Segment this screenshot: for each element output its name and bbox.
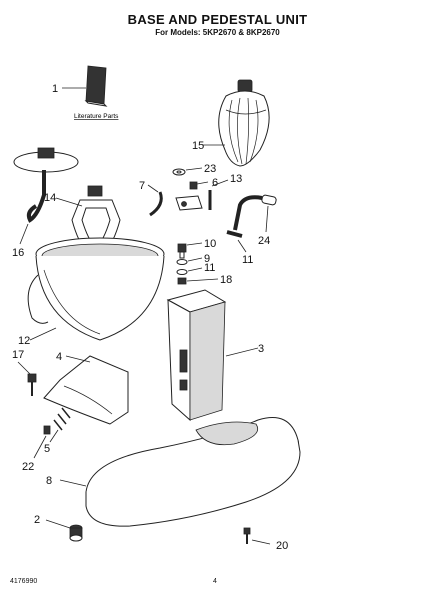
callout-1: 1	[52, 83, 58, 95]
part-18-pin: 17	[12, 349, 37, 396]
part-2-foot: 2	[34, 514, 83, 542]
callout-4: 4	[56, 351, 62, 363]
part-hinge-bracket	[175, 195, 203, 211]
part-16-dough-hook: 16	[12, 147, 79, 259]
callout-20: 18	[220, 274, 232, 286]
part-3-pedestal: 3	[166, 289, 264, 422]
callout-12: 11	[242, 254, 253, 266]
part-9-washer: 9	[176, 253, 210, 265]
page-number: 4	[213, 578, 217, 585]
part-14-bowl: 12	[18, 237, 165, 347]
callout-3: 3	[258, 343, 264, 355]
part-22-screw: 22	[22, 425, 51, 473]
part-6-hinge: 6	[189, 177, 218, 190]
document-number: 4176990	[10, 578, 38, 585]
part-5-spring: 5	[44, 407, 71, 455]
part-1-literature: 1 Literature Parts	[52, 65, 119, 120]
part-20-nut: 18	[177, 274, 232, 286]
part-21-screw: 20	[243, 527, 288, 552]
callout-22: 22	[22, 461, 34, 473]
callout-15: 14	[44, 192, 56, 204]
callout-10: 10	[204, 238, 216, 250]
part-7-hinge-pin: 7	[139, 180, 163, 217]
callout-16: 16	[12, 247, 24, 259]
part-8-base: 8	[46, 417, 301, 527]
callout-5: 5	[44, 443, 50, 455]
callout-13: 13	[230, 173, 242, 185]
part-23-ring: 23	[172, 163, 216, 176]
part-10-screw: 10	[177, 238, 216, 259]
callout-8: 8	[46, 475, 52, 487]
callout-7: 7	[139, 180, 145, 192]
callout-17: 15	[192, 140, 204, 152]
page-title: BASE AND PEDESTAL UNIT	[127, 12, 308, 27]
callout-24: 24	[258, 235, 270, 247]
callout-14: 12	[18, 335, 30, 347]
callout-6: 6	[212, 177, 218, 189]
callout-23: 23	[204, 163, 216, 175]
part-17-wire-whip: 15	[192, 79, 270, 167]
part-4-clamp-plate: 4	[43, 351, 129, 425]
literature-label: Literature Parts	[74, 113, 119, 120]
part-13-pin: 13	[208, 173, 242, 210]
callout-11: 11	[204, 262, 215, 274]
callout-2: 2	[34, 514, 40, 526]
part-11-washer: 11	[176, 262, 215, 275]
callout-21: 20	[276, 540, 288, 552]
page-subtitle: For Models: 5KP2670 & 8KP2670	[155, 28, 280, 37]
part-12-lift-lever: 11 24	[226, 194, 277, 266]
callout-18: 17	[12, 349, 24, 361]
callout-9: 9	[204, 253, 210, 265]
